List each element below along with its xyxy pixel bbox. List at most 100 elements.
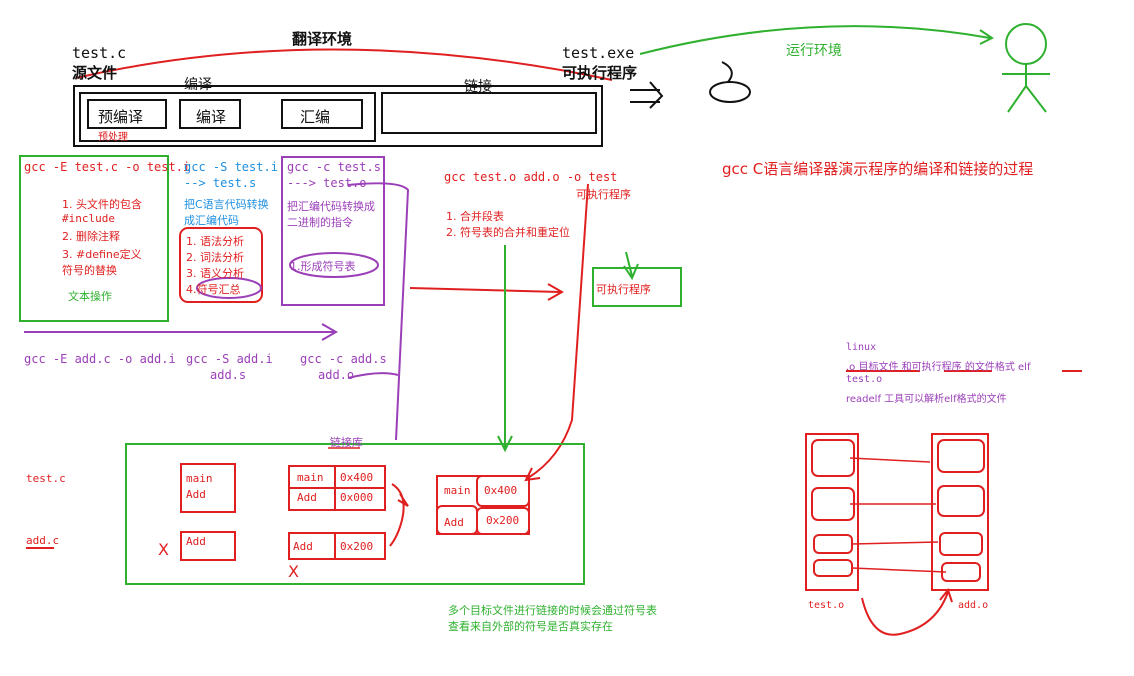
merge-arrow	[497, 245, 513, 453]
elf-line-2: .o 目标文件 和可执行程序 的文件格式 elf	[846, 362, 1031, 373]
exe-box-arrow	[623, 251, 639, 281]
preprocess-command: gcc -E test.c -o test.i	[24, 160, 191, 174]
elf-test-o-label: test.o	[808, 600, 845, 611]
assemble-box	[281, 99, 363, 129]
table1-r0-sym: main	[297, 471, 324, 484]
test-o-elf-column	[805, 433, 859, 591]
assemble-item-1: 1.形成符号表	[290, 260, 356, 273]
preprocess-item-1: 1. 头文件的包含	[62, 198, 142, 211]
compile-step-3: 3. 语义分析	[186, 267, 244, 280]
preprocess-item-1b: #include	[62, 212, 115, 225]
elf-line-4: readelf 工具可以解析elf格式的文件	[846, 394, 1007, 405]
discard-mark-1: X	[158, 540, 169, 559]
preprocess-box	[87, 99, 167, 129]
test-add-symbol: Add	[186, 488, 206, 501]
preprocess-label: 预编译	[98, 108, 144, 126]
translation-frame	[73, 85, 603, 147]
merged-r0-addr: 0x400	[484, 484, 518, 497]
computer-sketch-icon	[709, 81, 751, 103]
merged-r0-sym: main	[444, 484, 471, 497]
elf-add-o-label: add.o	[958, 600, 989, 611]
add-compile-output: add.s	[210, 368, 247, 382]
add-assemble-command: gcc -c add.s	[300, 352, 387, 366]
runtime-env-label: 运行环境	[786, 43, 842, 59]
link-stage-label: 链接	[464, 79, 492, 95]
to-exe-arrow	[409, 283, 565, 301]
symbol-table-ring	[289, 252, 379, 278]
elf-link-arrow	[861, 587, 953, 636]
elf-line-1: linux	[846, 342, 877, 353]
computer-sketch-arrow	[721, 61, 733, 83]
add-o-elf-column	[931, 433, 989, 591]
assemble-output: ---> test.o	[287, 176, 367, 190]
linker-add-c: add.c	[26, 534, 60, 547]
add-o-symbols-box	[180, 531, 236, 561]
relocation-arrow	[524, 183, 589, 482]
link-box	[381, 92, 597, 134]
diagram-title: gcc C语言编译器演示程序的编译和链接的过程	[722, 160, 1034, 178]
preprocess-stage-box	[19, 155, 169, 322]
assemble-command: gcc -c test.s	[287, 160, 381, 174]
compile-steps-box	[179, 227, 263, 303]
merge-symbols-arrow	[389, 483, 409, 547]
merged-r1-addr: 0x200	[486, 514, 520, 527]
preprocess-item-2: 2. 删除注释	[62, 230, 120, 243]
assemble-stage-box	[281, 156, 385, 306]
preprocess-item-3: 3. #define定义	[62, 248, 142, 261]
table1-r1-addr: 0x000	[340, 491, 374, 504]
linker-note-2: 查看来自外部的符号是否真实存在	[448, 620, 613, 633]
compile-box-label: 编译	[196, 108, 227, 126]
source-filename: test.c	[72, 44, 127, 62]
test-o-symbols-box	[180, 463, 236, 513]
output-arrow-icon	[630, 81, 664, 109]
discard-mark-2: X	[288, 562, 299, 581]
compile-step-1: 1. 语法分析	[186, 235, 244, 248]
table1-r0-addr: 0x400	[340, 471, 374, 484]
user-figure-icon	[1002, 23, 1050, 113]
translation-arc	[75, 48, 613, 81]
exe-box	[592, 267, 682, 307]
table2-r0-addr: 0x200	[340, 540, 374, 553]
preprocess-footer: 文本操作	[68, 290, 112, 303]
add-o-link-line	[347, 372, 399, 379]
table1-r1-sym: Add	[297, 491, 317, 504]
preprocess-note: 预处理	[98, 132, 128, 143]
compile-stage-label: 编译	[184, 77, 212, 93]
exe-box-label: 可执行程序	[596, 283, 651, 296]
add-add-symbol: Add	[186, 535, 206, 548]
linker-library-label: 链接库	[330, 436, 363, 449]
elf-line-3: test.o	[846, 374, 883, 385]
assemble-desc-2: 二进制的指令	[287, 216, 353, 229]
add-compile-command: gcc -S add.i	[186, 352, 273, 366]
merged-r1-sym: Add	[444, 516, 464, 529]
source-file-label: 源文件	[72, 64, 118, 82]
linker-note-1: 多个目标文件进行链接的时候会通过符号表	[448, 604, 657, 617]
test-main-symbol: main	[186, 472, 213, 485]
link-exe-note: 可执行程序	[576, 188, 631, 201]
runtime-arrowhead	[979, 29, 994, 45]
linker-frame	[125, 443, 585, 585]
runtime-arrow	[639, 25, 991, 55]
compile-desc-2: 成汇编代码	[184, 214, 239, 227]
preprocess-item-3b: 符号的替换	[62, 264, 117, 277]
symbol-summary-ring	[196, 277, 262, 299]
assemble-desc-1: 把汇编代码转换成	[287, 200, 375, 213]
compile-output: --> test.s	[184, 176, 257, 190]
link-item-2: 2. 符号表的合并和重定位	[446, 226, 570, 239]
translation-env-label: 翻译环境	[292, 30, 353, 48]
assemble-label: 汇编	[300, 108, 331, 126]
link-command: gcc test.o add.o -o test	[444, 170, 618, 184]
add-preprocess-command: gcc -E add.c -o add.i	[24, 352, 176, 366]
exe-filename: test.exe	[562, 44, 635, 62]
test-o-link-line	[347, 182, 410, 441]
executable-label: 可执行程序	[562, 64, 638, 82]
compile-box	[179, 99, 241, 129]
compile-command: gcc -S test.i	[184, 160, 278, 174]
compile-step-2: 2. 词法分析	[186, 251, 244, 264]
compile-step-4: 4.符号汇总	[186, 283, 241, 296]
compile-frame	[79, 92, 376, 142]
stage-flow-arrow	[24, 323, 339, 341]
table2-r0-sym: Add	[293, 540, 313, 553]
add-assemble-output: add.o	[318, 368, 355, 382]
